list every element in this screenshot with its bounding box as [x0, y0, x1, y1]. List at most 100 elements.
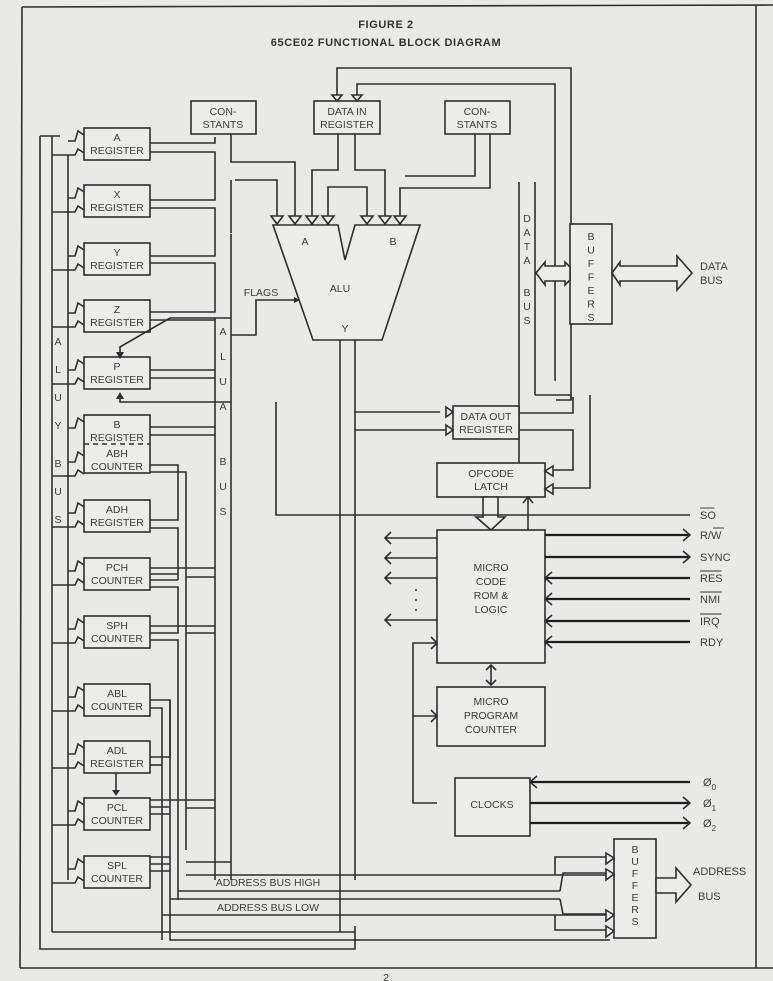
svg-text:LATCH: LATCH: [474, 481, 508, 493]
label-letter: A: [219, 326, 226, 338]
svg-text:STANTS: STANTS: [457, 119, 498, 131]
signal-res: RES: [543, 570, 723, 585]
address-bus-lines: [162, 874, 610, 916]
figure-title: 65CE02 FUNCTIONAL BLOCK DIAGRAM: [271, 37, 501, 49]
register-column: AREGISTERXREGISTERYREGISTERZREGISTERPREG…: [52, 127, 151, 889]
alu-output-y-label: Y: [341, 323, 348, 335]
register-name: PCH: [106, 562, 128, 574]
so-line: [275, 402, 690, 516]
external-address-bus-label-1: ADDRESS: [693, 866, 746, 878]
data-buffer-arrows: [534, 253, 694, 293]
signal-rdy: RDY: [543, 635, 724, 649]
register-name: ADL: [107, 745, 128, 757]
data-in-feedback-bus: [330, 67, 572, 401]
flags-label: FLAGS: [244, 287, 278, 299]
register-name: ABL: [107, 688, 127, 700]
signal-irq: IRQ: [543, 613, 722, 628]
svg-text:CLOCKS: CLOCKS: [470, 799, 513, 811]
register-name: ABH: [106, 448, 128, 460]
alu-label: ALU: [330, 283, 350, 295]
signal-label: RDY: [700, 637, 724, 649]
signal-label: SYNC: [700, 552, 731, 564]
register-type: REGISTER: [90, 758, 144, 770]
label-letter: U: [219, 376, 227, 388]
control-signals: SO R/W SYNC RES NMI IRQ RDY: [543, 507, 731, 649]
register-name: B: [113, 419, 120, 431]
label-letter: A: [54, 336, 61, 348]
alu-input-b-label: B: [389, 236, 396, 248]
external-data-bus-label-1: DATA: [700, 261, 728, 273]
alu-input-lines: [230, 134, 491, 233]
label-letter: L: [55, 364, 61, 376]
svg-text:DATA IN: DATA IN: [327, 106, 366, 118]
register-type: REGISTER: [90, 260, 144, 272]
clock-feedback-line: [412, 636, 439, 804]
register-type: COUNTER: [91, 633, 143, 645]
clock-signal-phi0: Ø0: [703, 777, 717, 792]
data-out-register-block: DATA OUT REGISTER: [355, 397, 574, 471]
svg-text:REGISTER: REGISTER: [320, 119, 374, 131]
svg-text:CON-: CON-: [210, 106, 237, 118]
register-type: REGISTER: [90, 374, 144, 386]
signal-label: NMI: [700, 594, 720, 606]
register-name: PCL: [107, 802, 128, 814]
label-letter: U: [631, 856, 639, 868]
register-type: COUNTER: [91, 873, 143, 885]
register-type: REGISTER: [90, 432, 144, 444]
p-register-flag-lines: [116, 317, 231, 403]
label-letter: T: [524, 241, 531, 253]
figure-label: FIGURE 2: [358, 19, 414, 31]
signal-label: RES: [700, 573, 723, 585]
constants-left-block: CON- STANTS: [190, 100, 257, 135]
register-type: REGISTER: [90, 145, 144, 157]
label-letter: S: [631, 916, 638, 928]
register-type: COUNTER: [91, 461, 143, 473]
register-type: COUNTER: [91, 815, 143, 827]
address-bus-low-label: ADDRESS BUS LOW: [217, 902, 319, 914]
svg-text:COUNTER: COUNTER: [465, 724, 517, 736]
svg-text:STANTS: STANTS: [203, 119, 244, 131]
address-bus-frame: [39, 135, 356, 950]
external-data-bus-label-2: BUS: [700, 275, 723, 287]
external-address-bus-label-2: BUS: [698, 891, 721, 903]
label-letter: R: [587, 299, 595, 311]
register-name: SPH: [106, 620, 128, 632]
svg-text:CON-: CON-: [464, 106, 491, 118]
alu-y-output-lines: [339, 340, 440, 932]
signal-label: IRQ: [700, 616, 720, 628]
label-letter: S: [54, 514, 61, 526]
signal-label: SO: [700, 510, 716, 522]
signal-so: SO: [700, 507, 716, 522]
control-output-arrows: [383, 531, 437, 627]
label-letter: F: [588, 272, 594, 284]
svg-text:MICRO: MICRO: [474, 696, 509, 708]
label-letter: F: [632, 868, 638, 880]
constants-right-block: CON- STANTS: [444, 100, 511, 135]
register-name: ADH: [106, 504, 128, 516]
label-letter: U: [219, 481, 227, 493]
label-letter: U: [587, 245, 595, 257]
alu-y-bus: [51, 136, 355, 933]
signal-label: R/W: [700, 530, 722, 542]
data-in-register-block: DATA IN REGISTER: [313, 100, 381, 135]
label-letter: S: [219, 506, 226, 518]
label-letter: B: [219, 456, 226, 468]
address-buffers-block: [554, 838, 693, 939]
alu-input-a-label: A: [301, 236, 308, 248]
register-type: REGISTER: [90, 317, 144, 329]
label-letter: D: [523, 213, 531, 225]
label-letter: U: [54, 392, 62, 404]
register-type: REGISTER: [90, 202, 144, 214]
signal-nmi: NMI: [543, 591, 722, 606]
label-letter: B: [54, 458, 61, 470]
label-letter: A: [523, 227, 530, 239]
